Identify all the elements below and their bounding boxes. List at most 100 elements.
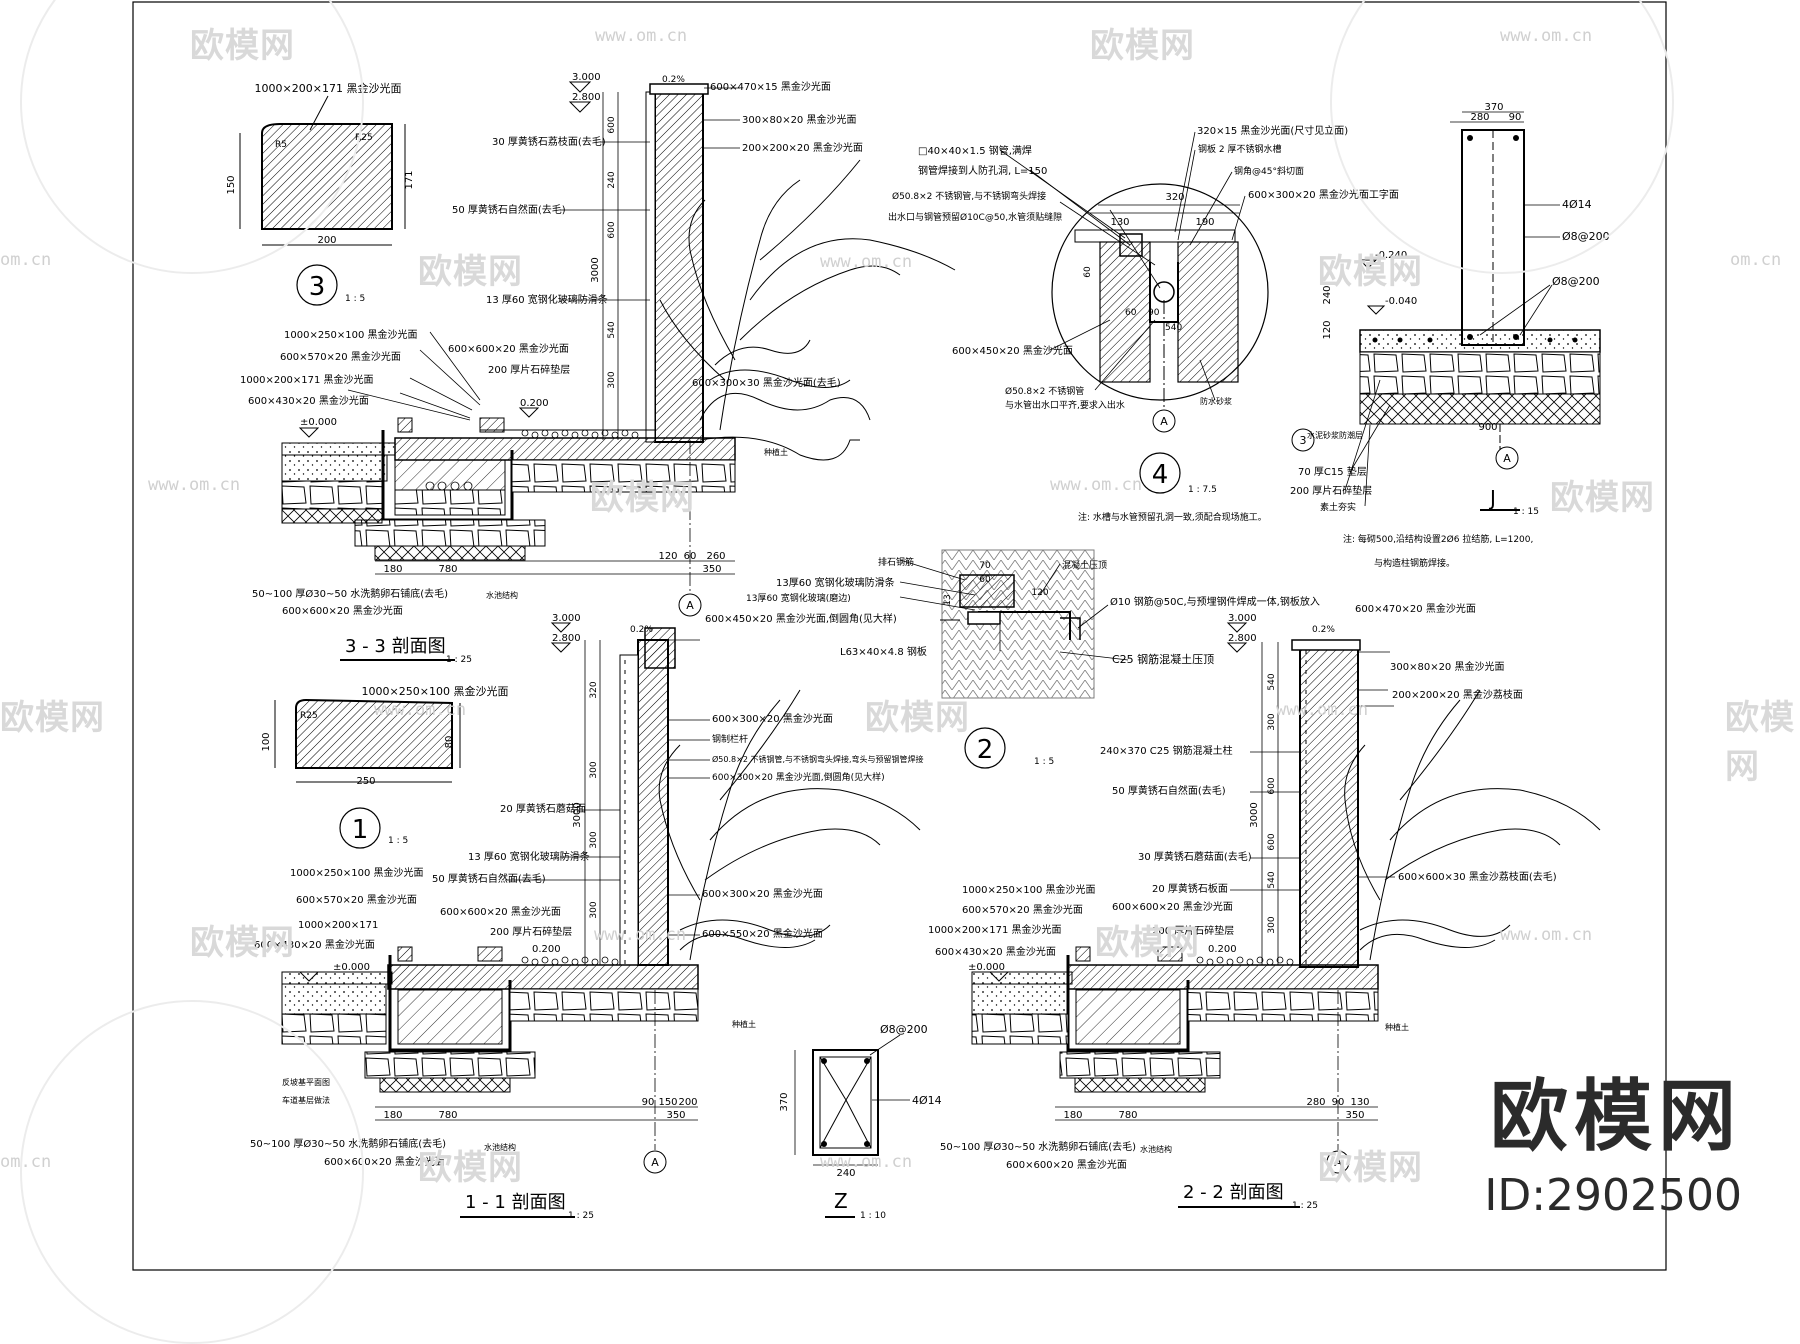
detail-1-scale: 1 : 5 <box>388 836 408 846</box>
svg-text:R25: R25 <box>355 133 373 143</box>
svg-text:600×430×20 黑金沙光面: 600×430×20 黑金沙光面 <box>248 394 369 407</box>
svg-text:2.800: 2.800 <box>1228 633 1257 644</box>
svg-text:反坡基平面图: 反坡基平面图 <box>282 1077 330 1087</box>
detail-2-scale: 1 : 5 <box>1034 757 1054 767</box>
svg-text:1 : 25: 1 : 25 <box>446 655 472 665</box>
svg-text:350: 350 <box>702 564 721 575</box>
svg-text:防水砂浆: 防水砂浆 <box>1200 396 1232 406</box>
svg-text:90: 90 <box>1148 308 1160 318</box>
svg-text:Ø8@200: Ø8@200 <box>1562 230 1610 243</box>
svg-text:180: 180 <box>383 564 402 575</box>
svg-text:90: 90 <box>1509 112 1522 123</box>
brand-name: 欧模网 <box>1489 1072 1742 1162</box>
svg-text:280: 280 <box>1470 112 1489 123</box>
detail-1-stone <box>295 698 453 769</box>
svg-text:600×300×20 黑金沙光面: 600×300×20 黑金沙光面 <box>702 887 823 900</box>
svg-text:300: 300 <box>589 761 599 778</box>
svg-text:种植土: 种植土 <box>764 447 788 457</box>
svg-text:-0.040: -0.040 <box>1385 296 1417 307</box>
svg-text:1000×200×171: 1000×200×171 <box>298 920 378 931</box>
svg-text:780: 780 <box>1118 1110 1137 1121</box>
svg-text:240: 240 <box>836 1168 855 1179</box>
s11-wall <box>637 639 669 966</box>
svg-text:150: 150 <box>658 1097 677 1108</box>
svg-text:250: 250 <box>356 776 375 787</box>
svg-text:3000: 3000 <box>1249 802 1260 827</box>
svg-text:□40×40×1.5 钢管,满焊: □40×40×1.5 钢管,满焊 <box>918 144 1032 157</box>
svg-text:600: 600 <box>1267 777 1277 794</box>
svg-text:240: 240 <box>1322 285 1333 304</box>
svg-text:200 厚片石碎垫层: 200 厚片石碎垫层 <box>1152 924 1234 937</box>
svg-text:200 厚片石碎垫层: 200 厚片石碎垫层 <box>488 363 570 376</box>
svg-text:Ø50.8×2 不锈钢管,与不锈钢弯头焊接,弯头与预留钢管焊: Ø50.8×2 不锈钢管,与不锈钢弯头焊接,弯头与预留钢管焊接 <box>712 754 924 764</box>
svg-text:600×430×20 黑金沙光面: 600×430×20 黑金沙光面 <box>254 938 375 951</box>
svg-text:600×600×20 黑金沙光面: 600×600×20 黑金沙光面 <box>1006 1158 1127 1171</box>
svg-text:600×600×20 黑金沙光面: 600×600×20 黑金沙光面 <box>1112 900 1233 913</box>
svg-text:600×300×30 黑金沙光面(去毛): 600×300×30 黑金沙光面(去毛) <box>692 376 841 389</box>
svg-text:600×300×20 黑金沙光面: 600×300×20 黑金沙光面 <box>712 712 833 725</box>
svg-text:4Ø14: 4Ø14 <box>1562 198 1592 211</box>
svg-text:70 厚C15 垫层: 70 厚C15 垫层 <box>1298 465 1367 478</box>
svg-text:0.2%: 0.2% <box>662 75 685 85</box>
svg-text:600×570×20 黑金沙光面: 600×570×20 黑金沙光面 <box>296 893 417 906</box>
svg-text:600×600×30 黑金沙荔枝面(去毛): 600×600×30 黑金沙荔枝面(去毛) <box>1398 870 1557 883</box>
svg-text:0.2%: 0.2% <box>1312 625 1335 635</box>
svg-text:171: 171 <box>404 170 415 189</box>
svg-text:780: 780 <box>438 1110 457 1121</box>
svg-text:200 厚片石碎垫层: 200 厚片石碎垫层 <box>490 925 572 938</box>
svg-text:370: 370 <box>1484 102 1503 113</box>
svg-text:车道基层做法: 车道基层做法 <box>282 1095 330 1105</box>
svg-text:1000×200×171 黑金沙光面: 1000×200×171 黑金沙光面 <box>240 373 374 386</box>
svg-text:1000×250×100 黑金沙光面: 1000×250×100 黑金沙光面 <box>290 866 424 879</box>
svg-text:R5: R5 <box>275 140 287 150</box>
svg-text:300: 300 <box>1267 916 1277 933</box>
svg-text:120: 120 <box>1031 588 1048 598</box>
svg-text:50~100 厚Ø30~50 水洗鹅卵石铺底(去毛): 50~100 厚Ø30~50 水洗鹅卵石铺底(去毛) <box>252 587 448 600</box>
detail-3-stone <box>261 123 393 230</box>
svg-text:20 厚黄锈石蘑菇面: 20 厚黄锈石蘑菇面 <box>500 802 586 815</box>
svg-text:540: 540 <box>1267 871 1277 888</box>
svg-text:20 厚黄锈石板面: 20 厚黄锈石板面 <box>1152 882 1228 895</box>
s22-title: 2 - 2 剖面图 <box>1183 1182 1284 1203</box>
svg-text:120: 120 <box>658 551 677 562</box>
svg-text:13 厚60 宽钢化玻璃防滑条: 13 厚60 宽钢化玻璃防滑条 <box>486 293 608 306</box>
svg-text:540: 540 <box>1267 673 1277 690</box>
svg-text:±0.000: ±0.000 <box>300 417 337 428</box>
svg-text:与水管出水口平齐,要求入出水: 与水管出水口平齐,要求入出水 <box>1005 399 1125 411</box>
svg-text:600×300×20 黑金沙光面工字面: 600×300×20 黑金沙光面工字面 <box>1248 188 1399 201</box>
detail-3-symbol: 3 <box>309 272 326 302</box>
svg-text:±0.000: ±0.000 <box>333 962 370 973</box>
s11-title: 1 - 1 剖面图 <box>465 1192 566 1213</box>
svg-text:0.200: 0.200 <box>532 944 561 955</box>
svg-text:70: 70 <box>979 561 991 571</box>
svg-text:2.800: 2.800 <box>552 633 581 644</box>
svg-text:300×80×20 黑金沙光面: 300×80×20 黑金沙光面 <box>742 113 856 126</box>
svg-text:Ø10 钢筋@50C,与预埋钢件焊成一体,钢板放入: Ø10 钢筋@50C,与预埋钢件焊成一体,钢板放入 <box>1110 595 1320 608</box>
s33-plant <box>659 159 956 431</box>
svg-text:1 : 15: 1 : 15 <box>1513 507 1539 517</box>
svg-text:A: A <box>1503 452 1511 465</box>
svg-text:50~100 厚Ø30~50 水洗鹅卵石铺底(去毛): 50~100 厚Ø30~50 水洗鹅卵石铺底(去毛) <box>940 1140 1136 1153</box>
s33-wall <box>654 91 704 443</box>
svg-text:1000×200×171 黑金沙光面: 1000×200×171 黑金沙光面 <box>928 923 1062 936</box>
svg-text:与构造柱钢筋焊接。: 与构造柱钢筋焊接。 <box>1374 557 1455 569</box>
svg-text:200: 200 <box>678 1097 697 1108</box>
svg-text:190: 190 <box>1195 217 1214 228</box>
detail-J-symbol: J <box>1488 486 1496 510</box>
svg-text:600×430×20 黑金沙光面: 600×430×20 黑金沙光面 <box>935 945 1056 958</box>
svg-text:90: 90 <box>642 1097 655 1108</box>
svg-text:350: 350 <box>1345 1110 1364 1121</box>
svg-text:素土夯实: 素土夯实 <box>1320 501 1356 513</box>
svg-text:50~100 厚Ø30~50 水洗鹅卵石铺底(去毛): 50~100 厚Ø30~50 水洗鹅卵石铺底(去毛) <box>250 1137 446 1150</box>
svg-text:3: 3 <box>1300 434 1307 447</box>
svg-text:钢角@45°斜切面: 钢角@45°斜切面 <box>1234 165 1304 177</box>
detail-2-symbol: 2 <box>977 735 994 765</box>
svg-text:780: 780 <box>438 564 457 575</box>
svg-text:注: 每砌500,沿结构设置2Ø6 拉结筋, L=1200,: 注: 每砌500,沿结构设置2Ø6 拉结筋, L=1200, <box>1343 533 1533 545</box>
svg-text:600×550×20 黑金沙光面: 600×550×20 黑金沙光面 <box>702 927 823 940</box>
detail-3-scale: 1 : 5 <box>345 294 365 304</box>
svg-text:600×450×20 黑金沙光面: 600×450×20 黑金沙光面 <box>952 344 1073 357</box>
svg-text:150: 150 <box>226 175 237 194</box>
svg-text:120: 120 <box>1322 320 1333 339</box>
s33-title: 3 - 3 剖面图 <box>345 636 446 657</box>
